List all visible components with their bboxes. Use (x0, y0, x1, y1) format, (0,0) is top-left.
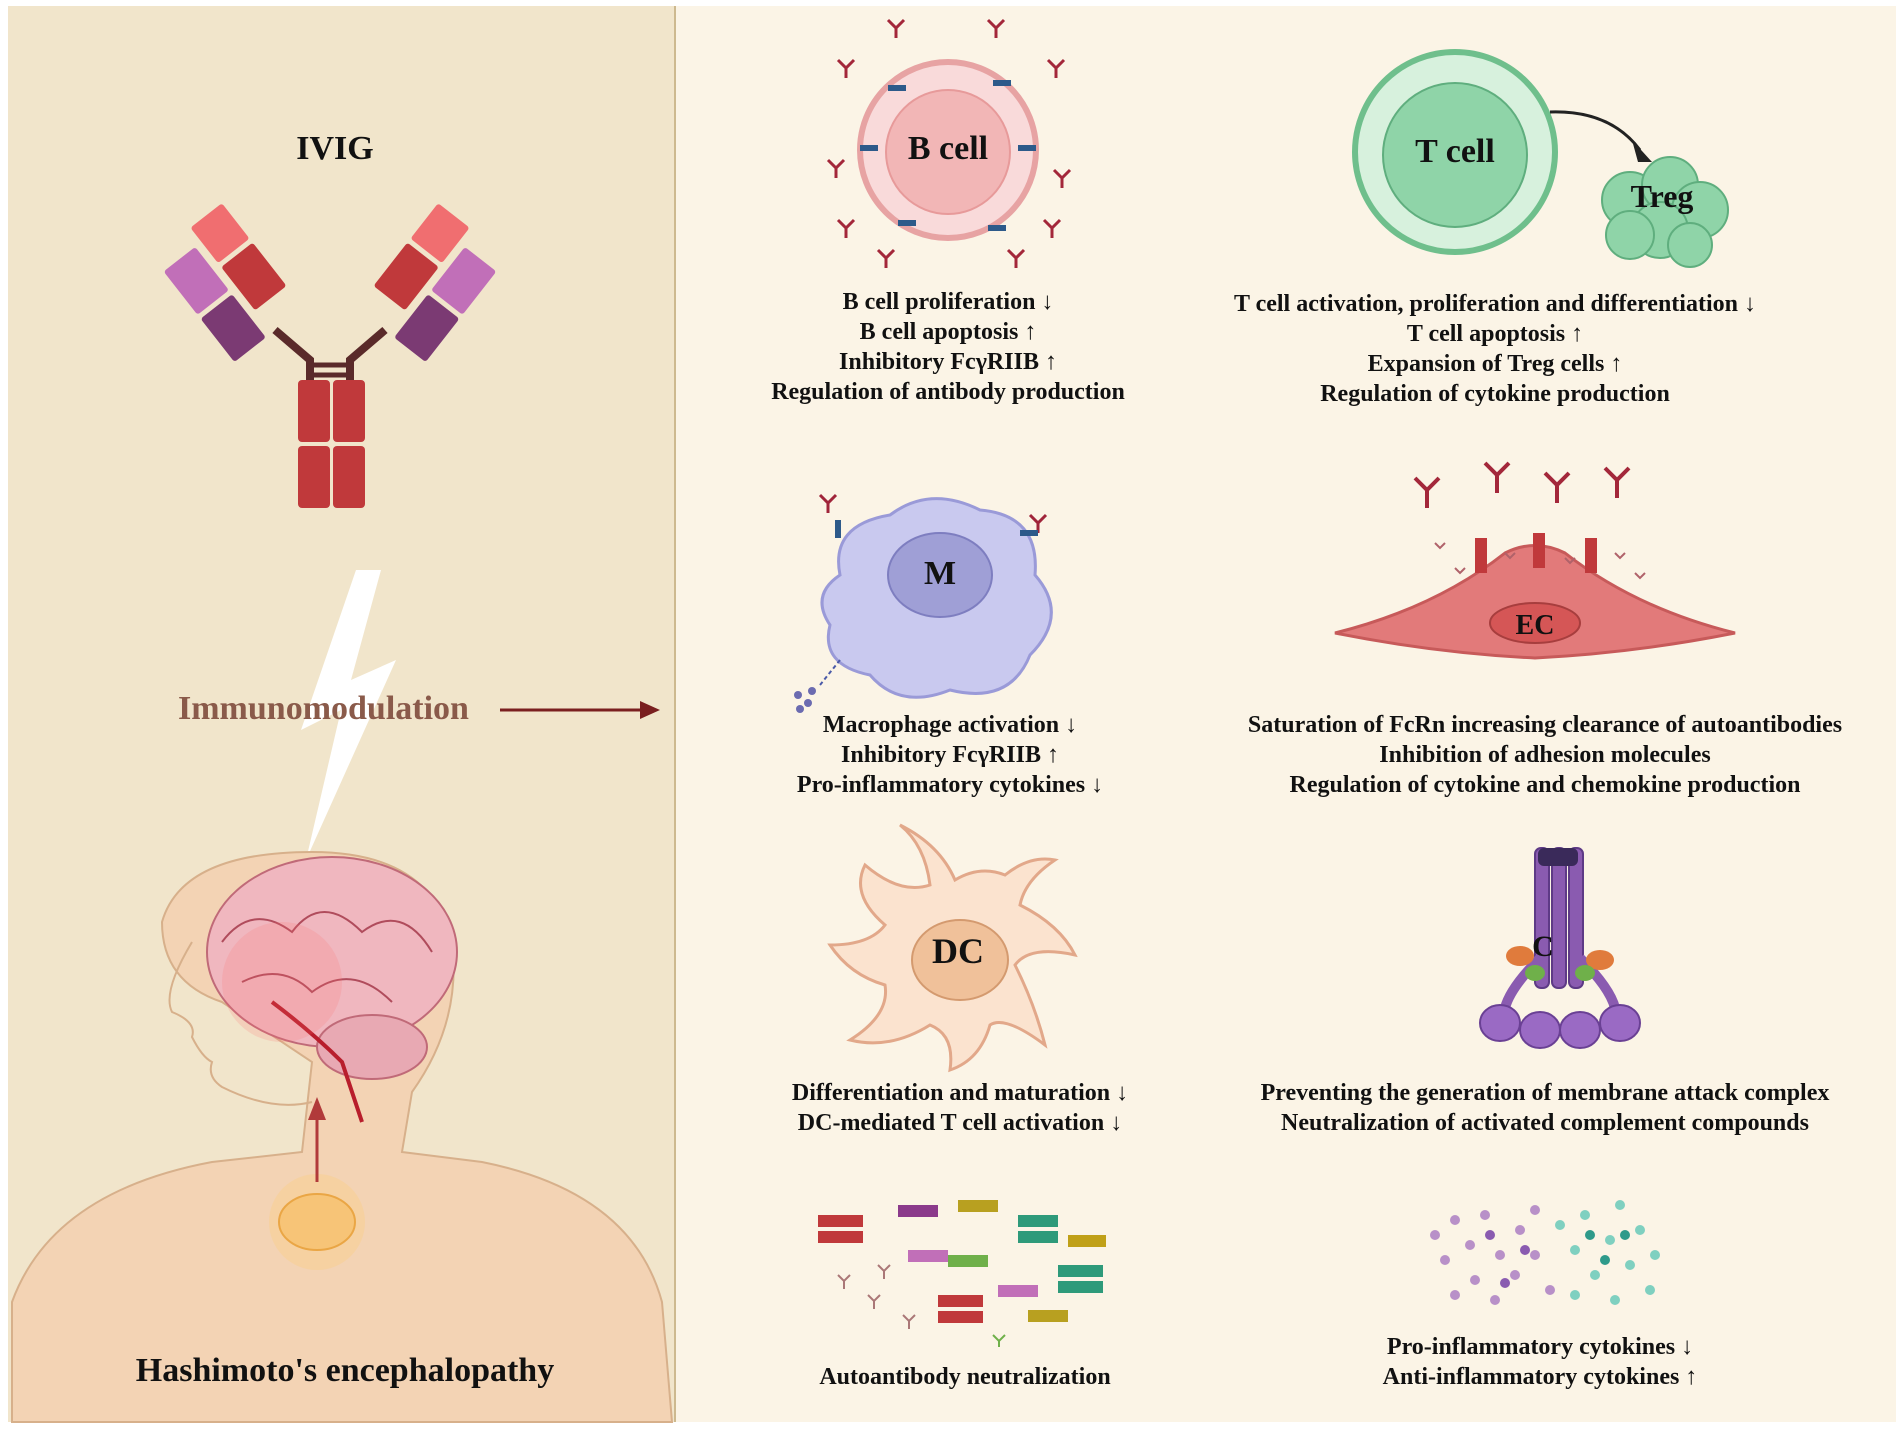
dendritic-cell-illustration (827, 823, 1078, 1073)
ivig-antibody-icon (164, 204, 496, 508)
b-cell-line-2: B cell apoptosis ↑ (859, 319, 1037, 345)
macrophage-line-2: Inhibitory FcγRIIB ↑ (841, 742, 1059, 768)
t-cell-illustration (1352, 49, 1729, 268)
macrophage-description: Macrophage activation ↓ Inhibitory FcγRI… (770, 710, 1130, 800)
dendritic-line-1: Differentiation and maturation ↓ (791, 1080, 1129, 1106)
dendritic-description: Differentiation and maturation ↓ DC-medi… (770, 1078, 1150, 1138)
b-cell-line-4: Regulation of antibody production (771, 379, 1125, 405)
t-cell-line-3: Expansion of Treg cells ↑ (1367, 351, 1623, 377)
autoantibody-description: Autoantibody neutralization (790, 1362, 1140, 1392)
endothelial-cell-illustration (1334, 461, 1736, 660)
endothelial-line-1: Saturation of FcRn increasing clearance … (1247, 712, 1843, 738)
t-cell-line-1: T cell activation, proliferation and dif… (1234, 291, 1756, 317)
t-cell-description: T cell activation, proliferation and dif… (1210, 289, 1780, 409)
endothelial-line-2: Inhibition of adhesion molecules (1379, 742, 1711, 768)
endothelial-cell-label: EC (1515, 610, 1555, 641)
t-cell-line-4: Regulation of cytokine production (1320, 381, 1670, 407)
lightning-bolt-icon (301, 570, 396, 860)
cytokines-line-2: Anti-inflammatory cytokines ↑ (1382, 1364, 1698, 1390)
complement-line-2: Neutralization of activated complement c… (1281, 1110, 1809, 1136)
b-cell-label: B cell (907, 130, 989, 167)
macrophage-illustration (794, 493, 1053, 713)
ivig-title: IVIG (296, 130, 374, 167)
disease-label: Hashimoto's encephalopathy (135, 1352, 555, 1389)
endothelial-description: Saturation of FcRn increasing clearance … (1220, 710, 1870, 800)
panel-divider (674, 6, 676, 1422)
t-cell-label: T cell (1415, 133, 1495, 170)
macrophage-label: M (923, 555, 957, 592)
antibody-network-illustration (818, 1200, 1106, 1347)
endothelial-line-3: Regulation of cytokine and chemokine pro… (1289, 772, 1801, 798)
autoantibody-line-1: Autoantibody neutralization (819, 1364, 1111, 1390)
b-cell-description: B cell proliferation ↓ B cell apoptosis … (748, 287, 1148, 407)
immunomodulation-label: Immunomodulation (178, 690, 469, 727)
b-cell-illustration (826, 18, 1072, 268)
b-cell-line-1: B cell proliferation ↓ (842, 289, 1054, 315)
macrophage-line-3: Pro-inflammatory cytokines ↓ (796, 772, 1104, 798)
t-cell-line-2: T cell apoptosis ↑ (1406, 321, 1584, 347)
dendritic-line-2: DC-mediated T cell activation ↓ (797, 1110, 1123, 1136)
complement-description: Preventing the generation of membrane at… (1220, 1078, 1870, 1138)
b-cell-line-3: Inhibitory FcγRIIB ↑ (839, 349, 1057, 375)
dendritic-cell-label: DC (932, 931, 984, 971)
head-profile-illustration (11, 850, 674, 1423)
complement-line-1: Preventing the generation of membrane at… (1260, 1080, 1830, 1106)
macrophage-line-1: Macrophage activation ↓ (822, 712, 1078, 738)
cytokines-line-1: Pro-inflammatory cytokines ↓ (1386, 1334, 1694, 1360)
cytokine-dots-illustration (1430, 1200, 1660, 1305)
treg-label: Treg (1630, 178, 1694, 214)
complement-illustration (1479, 847, 1641, 1049)
cytokines-description: Pro-inflammatory cytokines ↓ Anti-inflam… (1350, 1332, 1730, 1392)
complement-label: C (1532, 930, 1554, 963)
immunomodulation-arrow-icon (500, 701, 660, 719)
